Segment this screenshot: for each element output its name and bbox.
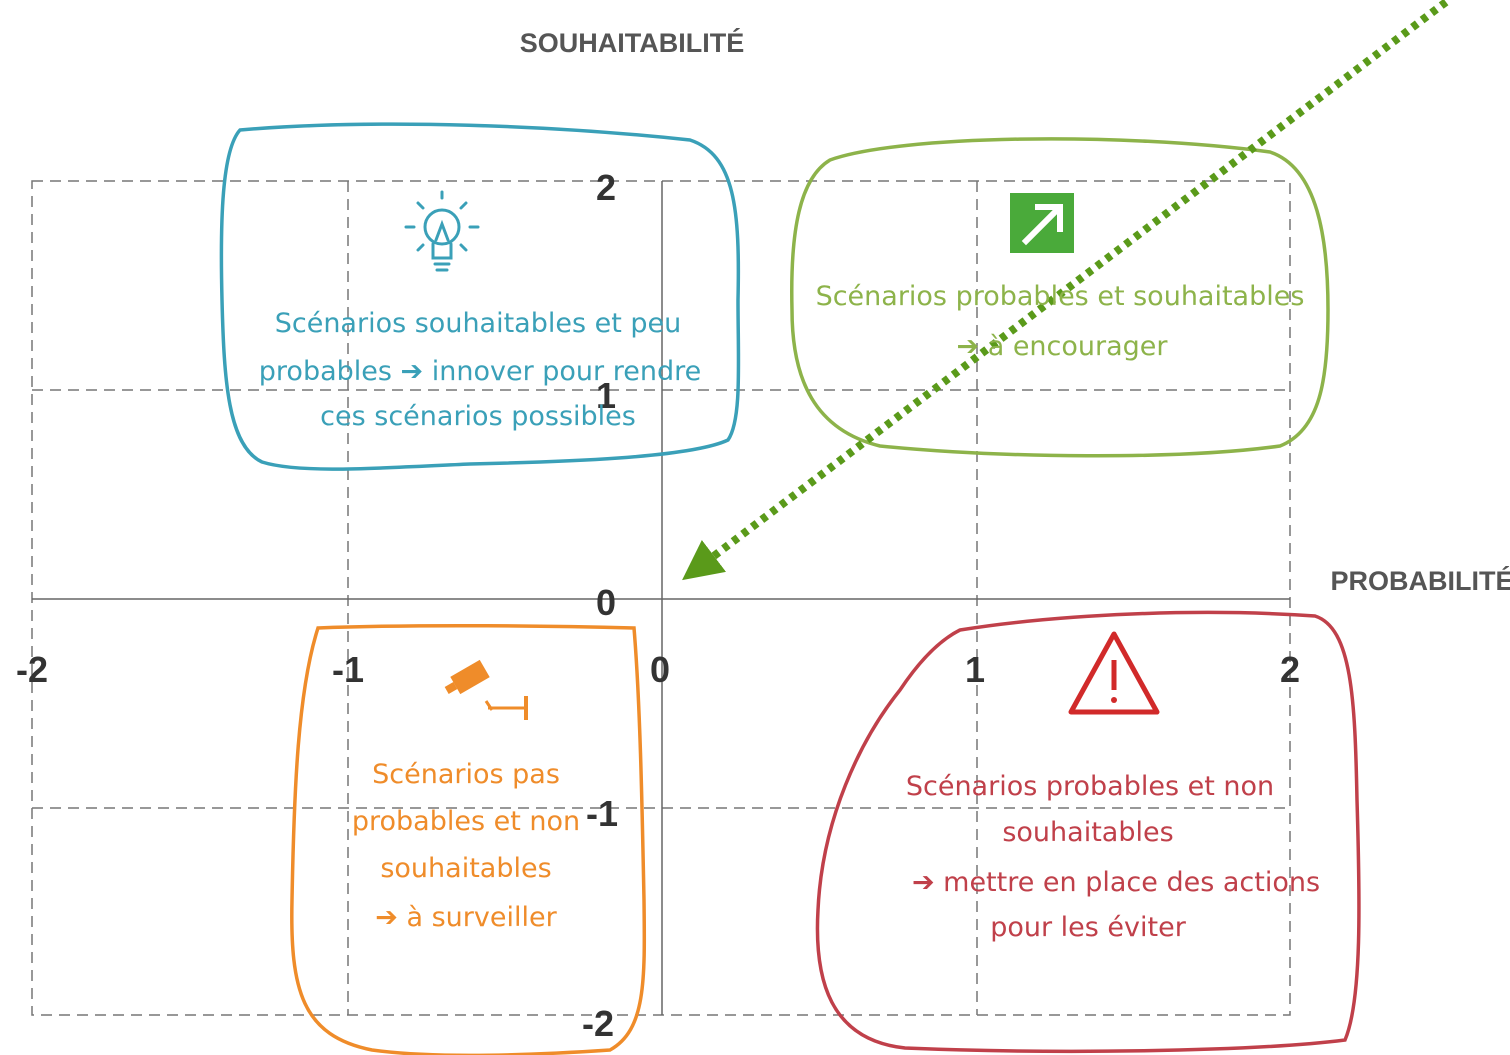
x-tick-label: 0: [650, 649, 670, 690]
top-left-text: Scénarios souhaitables et peu probables …: [259, 308, 701, 432]
top-right-line: Scénarios probables et souhaitables: [816, 281, 1305, 312]
x-tick-label: -2: [16, 649, 48, 690]
y-tick-label: 2: [596, 167, 616, 208]
bottom-left-line: probables et non: [352, 806, 580, 837]
grid-border: [31, 180, 1291, 1016]
x-axis-title: PROBABILITÉ: [1330, 565, 1510, 596]
lightbulb-icon: [404, 190, 480, 272]
top-left-line: probables ➔ innover pour rendre: [259, 356, 701, 387]
bottom-right-blob: [815, 610, 1361, 1054]
y-tick-label: -1: [586, 793, 618, 834]
y-tick-label: -2: [582, 1003, 614, 1044]
bottom-left-line: Scénarios pas: [372, 759, 560, 790]
bottom-left-blob: [290, 623, 647, 1055]
top-right-line: ➔ à encourager: [956, 331, 1168, 362]
arrow-up-right-icon: [1010, 193, 1074, 253]
bottom-left-line: ➔ à surveiller: [375, 902, 557, 933]
top-left-blob: [219, 122, 741, 471]
bottom-right-line: souhaitables: [1002, 817, 1173, 848]
y-tick-label: 0: [596, 582, 616, 623]
top-left-line: Scénarios souhaitables et peu: [275, 308, 682, 339]
diagonal-arrow: [682, 0, 1449, 581]
top-right-blob: [790, 137, 1330, 458]
bottom-right-line: ➔ mettre en place des actions: [912, 867, 1320, 898]
x-tick-label: -1: [332, 649, 364, 690]
top-right-text: Scénarios probables et souhaitables ➔ à …: [816, 281, 1305, 362]
x-tick-label: 1: [965, 649, 985, 690]
y-axis-title: SOUHAITABILITÉ: [520, 27, 745, 58]
bottom-right-text: Scénarios probables et non souhaitables …: [906, 771, 1320, 943]
y-tick-label: 1: [596, 375, 616, 416]
security-camera-icon: [444, 659, 528, 720]
bottom-left-line: souhaitables: [380, 853, 551, 884]
top-left-line: ces scénarios possibles: [320, 401, 636, 432]
warning-triangle-icon: [1068, 631, 1160, 715]
bottom-right-line: Scénarios probables et non: [906, 771, 1274, 802]
dashed-grid: [31, 180, 1291, 1016]
x-tick-label: 2: [1280, 649, 1300, 690]
bottom-right-line: pour les éviter: [990, 912, 1187, 943]
bottom-left-text: Scénarios pas probables et non souhaitab…: [352, 759, 580, 933]
